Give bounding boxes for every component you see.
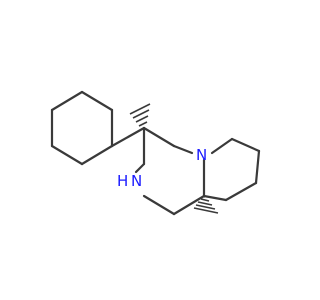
bond [210,137,234,155]
bond [80,144,114,166]
amine-nitrogen-label: N [131,172,142,190]
bond [142,194,176,216]
structure-canvas: N H N [50,90,261,216]
cyclohexyl-ring [50,90,114,166]
hashed-wedge-bond [193,195,219,214]
bond [50,144,84,166]
bond [172,144,194,155]
hashed-wedge-bond [129,103,151,130]
bond [172,194,206,216]
bond [134,162,146,174]
bond [50,90,84,112]
molecule-drawing: N H N [50,90,261,216]
bond [224,181,258,202]
ring-nitrogen-label: N [196,146,207,164]
pyrrolidine-ring [202,137,261,202]
bond [202,194,228,202]
amine-hydrogen-label: H [117,172,128,190]
bond [80,90,114,112]
bond [230,137,261,153]
bond [142,126,176,148]
bond [110,126,146,148]
bond [254,149,261,185]
piperazine-ring [134,126,206,216]
